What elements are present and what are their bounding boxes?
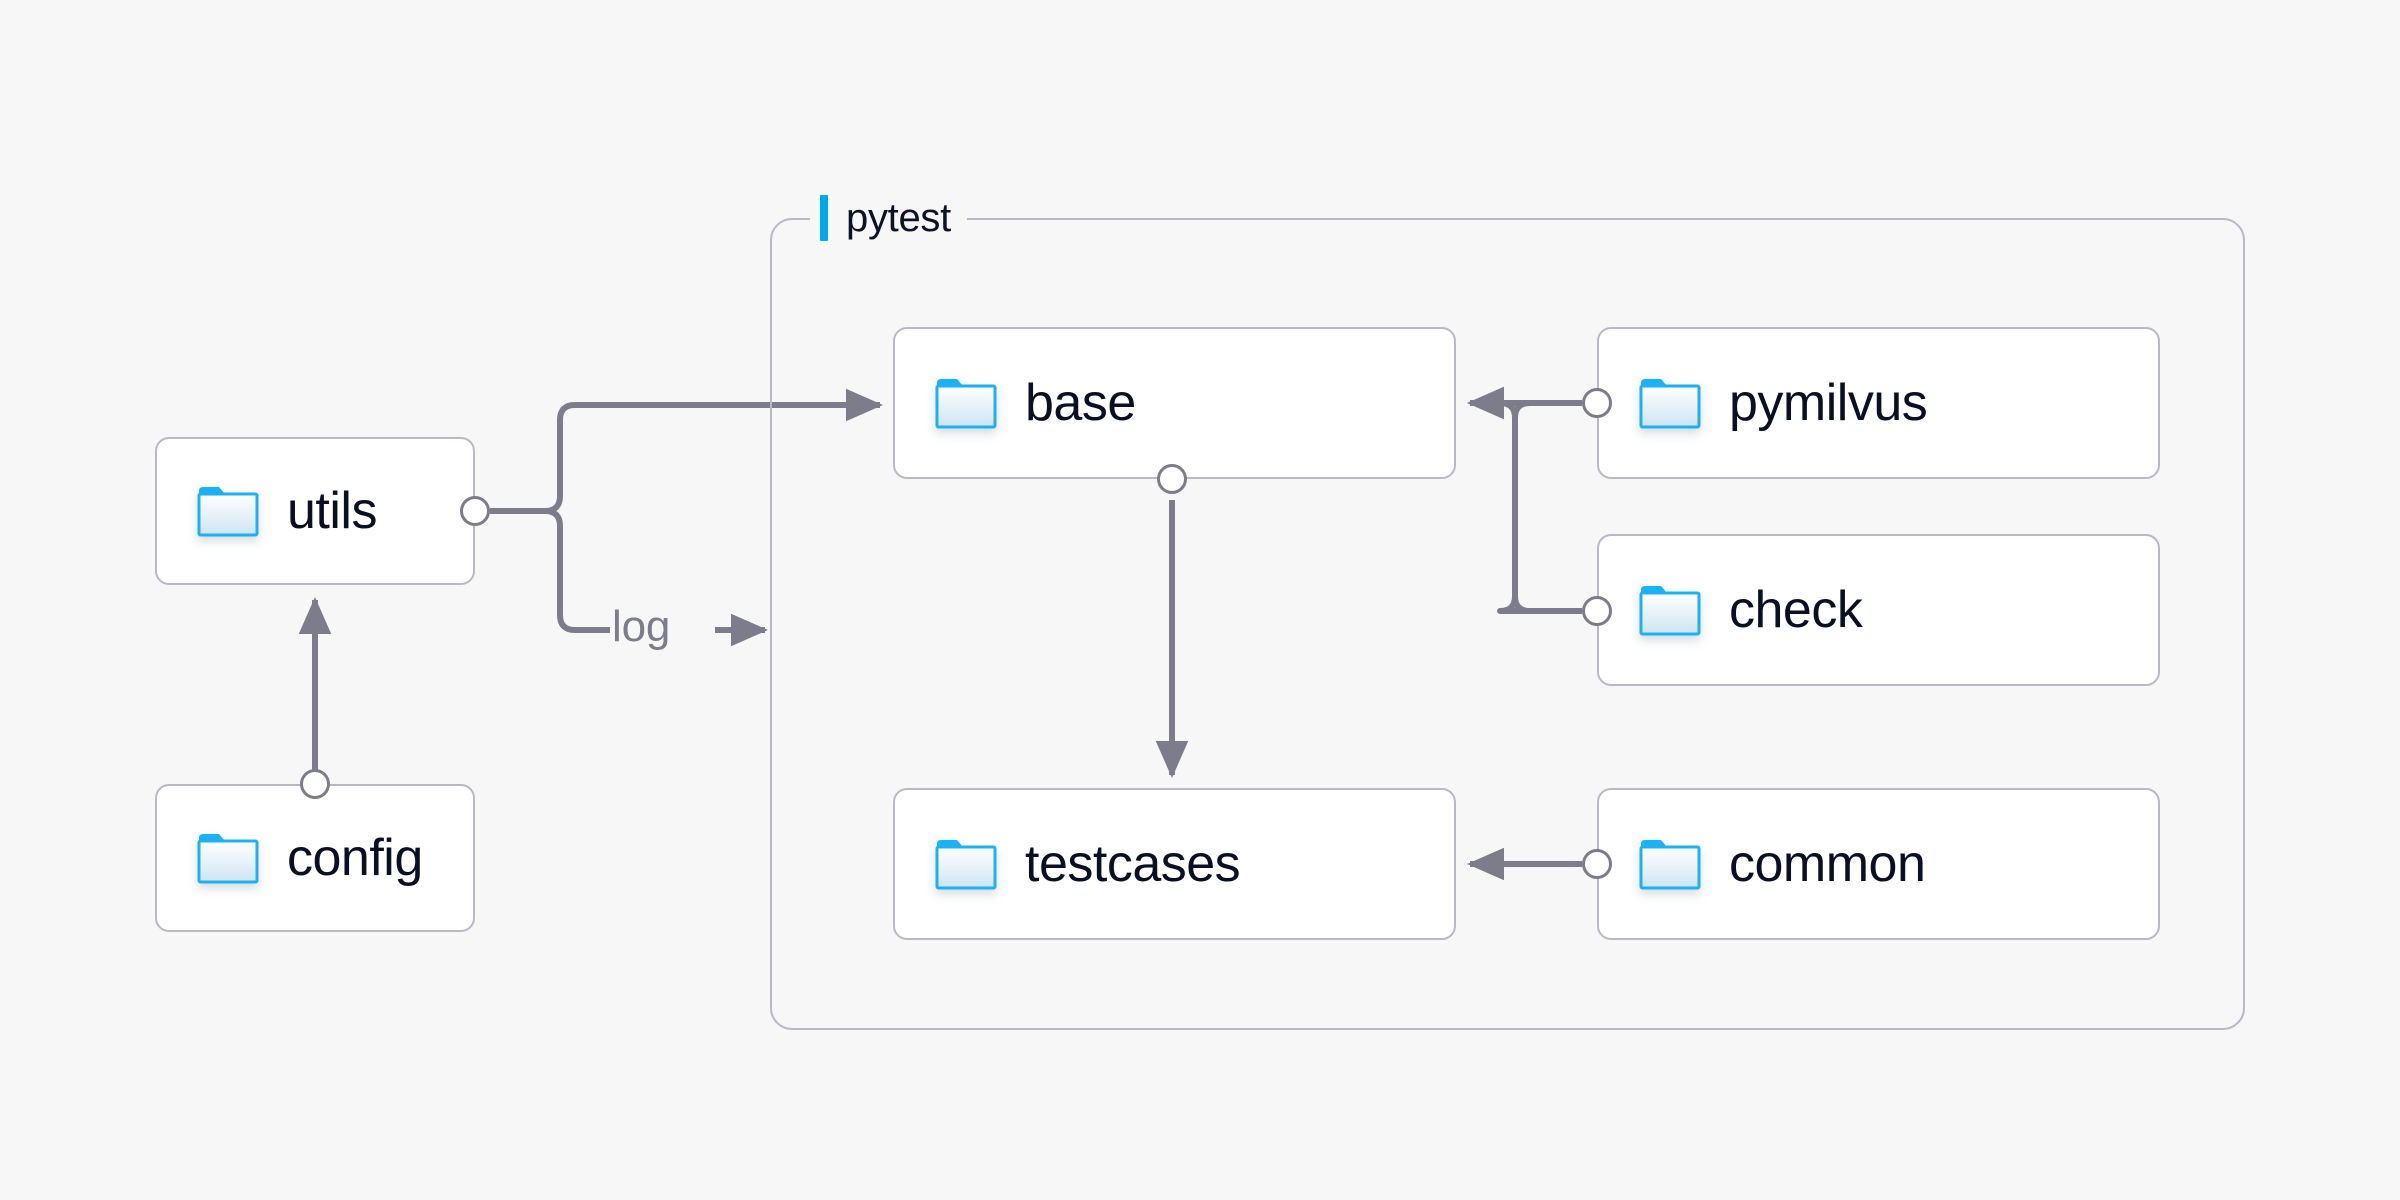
folder-icon	[1639, 584, 1701, 636]
node-common[interactable]: common	[1597, 788, 2160, 940]
port-check-left[interactable]	[1582, 596, 1612, 626]
node-config[interactable]: config	[155, 784, 475, 932]
node-label: utils	[287, 482, 377, 540]
node-check[interactable]: check	[1597, 534, 2160, 686]
node-utils[interactable]: utils	[155, 437, 475, 585]
node-label: pymilvus	[1729, 374, 1928, 432]
folder-icon	[1639, 377, 1701, 429]
folder-icon	[197, 832, 259, 884]
node-pymilvus[interactable]: pymilvus	[1597, 327, 2160, 479]
node-label: config	[287, 829, 423, 887]
node-label: testcases	[1025, 835, 1241, 893]
folder-icon	[935, 377, 997, 429]
pytest-group-container[interactable]	[770, 218, 2245, 1030]
node-testcases[interactable]: testcases	[893, 788, 1456, 940]
port-config-top[interactable]	[300, 769, 330, 799]
folder-icon	[1639, 838, 1701, 890]
folder-icon	[935, 838, 997, 890]
node-label: check	[1729, 581, 1863, 639]
folder-icon	[197, 485, 259, 537]
port-pymilvus-left[interactable]	[1582, 388, 1612, 418]
pytest-group-label-text: pytest	[846, 195, 951, 240]
node-base[interactable]: base	[893, 327, 1456, 479]
edge-utils-to-log	[544, 508, 610, 633]
port-utils-right[interactable]	[460, 496, 490, 526]
pytest-group-label[interactable]: pytest	[810, 190, 967, 246]
port-common-left[interactable]	[1582, 849, 1612, 879]
node-label: common	[1729, 835, 1926, 893]
port-base-bottom[interactable]	[1157, 464, 1187, 494]
vertical-bar-accent-icon	[820, 195, 828, 241]
edge-label-log: log	[612, 602, 671, 651]
node-label: base	[1025, 374, 1136, 432]
